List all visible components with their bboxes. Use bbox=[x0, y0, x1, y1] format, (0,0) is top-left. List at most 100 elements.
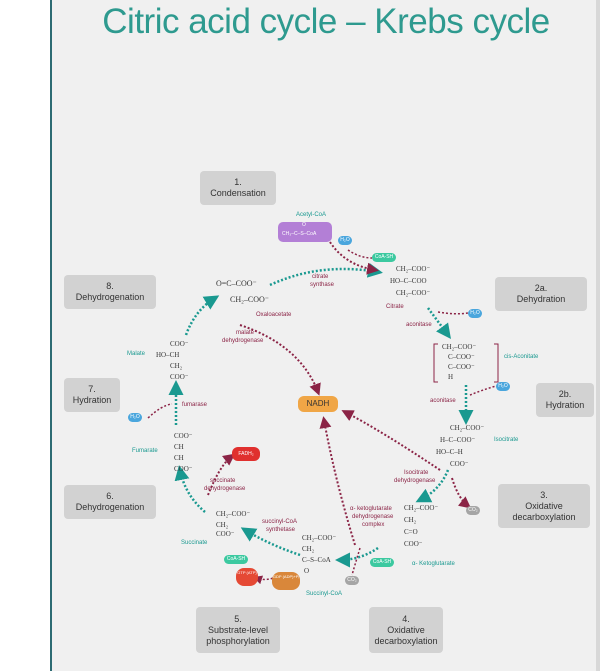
step-5-name-2: phosphorylation bbox=[206, 635, 270, 646]
arrow-fumarate-water bbox=[147, 403, 173, 419]
co2-pill-1: CO₂ bbox=[466, 506, 480, 515]
water-pill-4: H₂O bbox=[128, 413, 142, 422]
arrow-akg-to-co2 bbox=[351, 547, 361, 576]
isocitrate-line-1: CH₂–COO⁻ bbox=[450, 424, 485, 432]
akg-line-3: C=O bbox=[404, 528, 418, 536]
step-5-box: 5. Substrate-level phosphorylation bbox=[196, 607, 280, 653]
gtp-pill: GTP (ATP) bbox=[236, 568, 258, 586]
succinyl-coa-synthetase-label-1: succinyl-CoA bbox=[262, 519, 298, 525]
acetyl-coa-label: Acetyl-CoA bbox=[296, 212, 327, 218]
left-rule bbox=[50, 0, 52, 671]
akg-dehydrogenase-label-3: complex bbox=[362, 522, 385, 528]
succinate-dehydrogenase-label-1: succinate bbox=[210, 478, 236, 484]
step-2a-box: 2a. Dehydration bbox=[495, 277, 587, 311]
acetyl-coa-oxygen: O bbox=[302, 222, 306, 228]
nadh-pill: NADH bbox=[298, 396, 338, 412]
oaa-line-2: CH₂–COO⁻ bbox=[230, 295, 270, 304]
arrow-citrate-water bbox=[437, 311, 469, 315]
step-6-box: 6. Dehydrogenation bbox=[64, 485, 156, 519]
arrow-acetyl-coa-in bbox=[329, 241, 379, 275]
step-7-number: 7. bbox=[88, 384, 96, 394]
isocitrate-line-3: HO–C–H bbox=[436, 448, 463, 456]
succinyl-coa-synthetase-label-2: synthetase bbox=[266, 527, 296, 533]
arrow-iso-to-akg bbox=[415, 469, 450, 503]
fumarate-label: Fumarate bbox=[132, 448, 158, 454]
succinate-dehydrogenase-label-2: dehydrogenase bbox=[204, 486, 246, 492]
step-2b-name: Hydration bbox=[545, 400, 585, 410]
step-1-box: 1. Condensation bbox=[200, 171, 276, 205]
step-1-number: 1. bbox=[234, 177, 242, 187]
cis-line-2: C–COO⁻ bbox=[448, 353, 475, 361]
arrow-iso-to-nadh bbox=[341, 410, 441, 471]
water-pill-2: H₂O bbox=[468, 309, 482, 318]
cis-line-1: CH₂–COO⁻ bbox=[442, 343, 477, 351]
oxaloacetate-label: Oxaloacetate bbox=[256, 312, 292, 318]
malate-line-1: COO⁻ bbox=[170, 340, 189, 348]
arrow-malate-to-nadh bbox=[239, 324, 321, 396]
malate-dehydrogenase-label-2: dehydrogenase bbox=[222, 338, 264, 344]
citrate-synthase-label-2: synthase bbox=[310, 282, 335, 288]
acetyl-coa-box: O CH₃–C–S–CoA bbox=[278, 222, 332, 242]
aconitase-label-2: aconitase bbox=[430, 398, 456, 404]
coash-pill-2: CoA-SH bbox=[370, 558, 394, 567]
fumarate-line-4: COO⁻ bbox=[174, 465, 193, 473]
isocitrate-dehydrogenase-label-2: dehydrogenase bbox=[394, 478, 436, 484]
step-3-number: 3. bbox=[540, 489, 548, 500]
arrow-succoa-to-succinate bbox=[240, 527, 301, 557]
step-2b-box: 2b. Hydration bbox=[536, 383, 594, 417]
arrow-coash-out bbox=[347, 249, 373, 259]
step-4-name-1: Oxidative bbox=[387, 624, 425, 635]
isocitrate-line-2: H–C–COO⁻ bbox=[440, 436, 476, 444]
citrate-line-3: CH₂–COO⁻ bbox=[396, 289, 431, 297]
succinate-line-2: CH₂ bbox=[216, 521, 229, 529]
cis-aconitate-label: cis-Aconitate bbox=[504, 354, 539, 360]
co2-pill-2: CO₂ bbox=[345, 576, 359, 585]
step-5-number: 5. bbox=[234, 613, 242, 624]
gdp-pill: GDP (ADP)+Pᵢ bbox=[272, 572, 300, 590]
step-2a-number: 2a. bbox=[534, 283, 548, 293]
malate-label: Malate bbox=[127, 351, 146, 357]
water-pill-3: H₂O bbox=[496, 382, 510, 391]
succoa-line-1: CH₂–COO⁻ bbox=[302, 534, 337, 542]
malate-line-2: HO–CH bbox=[156, 351, 180, 359]
step-3-name-2: decarboxylation bbox=[512, 511, 576, 522]
arrow-iso-to-co2 bbox=[451, 477, 472, 509]
step-5-name-1: Substrate-level bbox=[207, 624, 269, 635]
coash-pill-3: CoA-SH bbox=[224, 555, 248, 564]
step-3-name-1: Oxidative bbox=[525, 500, 563, 511]
arrow-akg-to-nadh bbox=[319, 416, 356, 546]
fumarate-line-2: CH bbox=[174, 443, 184, 451]
fumarase-label: fumarase bbox=[182, 402, 208, 408]
cis-bracket bbox=[433, 343, 499, 383]
arrow-succinate-to-fumarate bbox=[174, 465, 206, 513]
water-pill-1: H₂O bbox=[338, 236, 352, 245]
arrow-akg-to-succoa bbox=[335, 546, 379, 568]
coash-pill-1: CoA-SH bbox=[372, 253, 396, 262]
akg-line-4: COO⁻ bbox=[404, 540, 423, 548]
akg-line-2: CH₂ bbox=[404, 516, 417, 524]
isocitrate-label: Isocitrate bbox=[494, 437, 519, 443]
step-8-name: Dehydrogenation bbox=[75, 292, 145, 302]
right-margin bbox=[596, 0, 600, 671]
step-3-box: 3. Oxidative decarboxylation bbox=[498, 484, 590, 528]
step-4-name-2: decarboxylation bbox=[374, 635, 438, 646]
succoa-line-2: CH₂ bbox=[302, 545, 315, 553]
alpha-ketoglutarate-label: α- Ketoglutarate bbox=[412, 561, 455, 567]
step-8-box: 8. Dehydrogenation bbox=[64, 275, 156, 309]
succinate-label: Succinate bbox=[181, 540, 208, 546]
citrate-synthase-label-1: citrate bbox=[312, 274, 329, 280]
step-4-box: 4. Oxidative decarboxylation bbox=[369, 607, 443, 653]
arrow-gdp-to-gtp bbox=[253, 574, 281, 585]
acetyl-coa-structure: CH₃–C–S–CoA bbox=[282, 231, 317, 237]
succinate-line-1: CH₂–COO⁻ bbox=[216, 510, 251, 518]
citrate-line-2: HO–C–COO bbox=[390, 277, 427, 285]
arrow-malate-to-oaa bbox=[184, 295, 220, 336]
citrate-label: Citrate bbox=[386, 304, 404, 310]
fadh2-pill: FADH₂ bbox=[232, 447, 260, 461]
akg-dehydrogenase-label-2: dehydrogenase bbox=[352, 514, 394, 520]
succoa-line-3: C–S–CoA bbox=[302, 556, 331, 564]
arrow-citrate-to-cis bbox=[426, 307, 451, 340]
malate-dehydrogenase-label-1: malate bbox=[236, 330, 255, 336]
